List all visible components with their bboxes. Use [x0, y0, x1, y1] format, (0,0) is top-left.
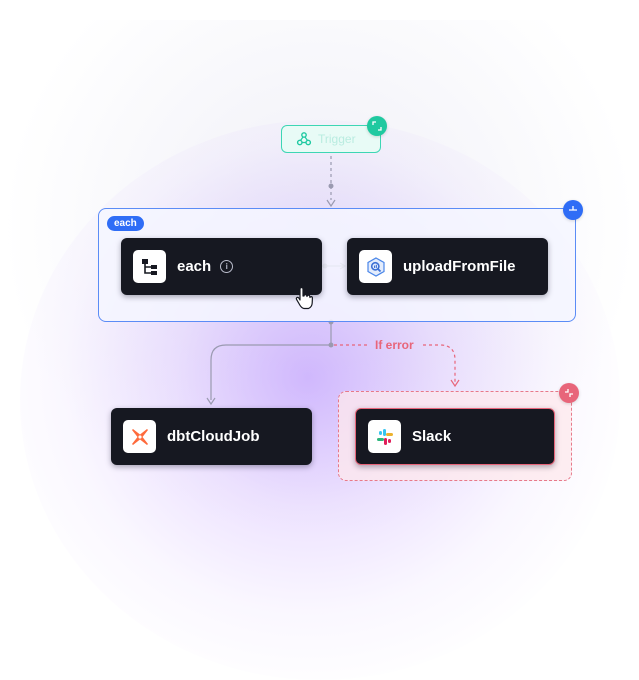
- bigquery-icon: [359, 250, 392, 283]
- hand-pointer-cursor-icon: [295, 286, 314, 310]
- upload-from-file-label: uploadFromFile: [403, 258, 516, 275]
- group-tag: each: [107, 216, 144, 231]
- each-node-label: each: [177, 258, 212, 275]
- collapse-icon: [565, 389, 573, 397]
- collapse-error-button[interactable]: [559, 383, 579, 403]
- dbt-cloud-job-label: dbtCloudJob: [167, 428, 260, 445]
- if-error-label: If error: [375, 338, 414, 352]
- webhook-icon: [296, 132, 312, 146]
- dbt-icon: [123, 420, 156, 453]
- tree-hierarchy-icon: [133, 250, 166, 283]
- expand-trigger-button[interactable]: [367, 116, 387, 136]
- slack-node[interactable]: Slack: [355, 408, 555, 465]
- trigger-label: Trigger: [318, 132, 356, 146]
- dbt-cloud-job-node[interactable]: dbtCloudJob: [111, 408, 312, 465]
- collapse-group-button[interactable]: [563, 200, 583, 220]
- info-icon[interactable]: i: [220, 260, 234, 273]
- expand-icon: [372, 121, 382, 131]
- slack-label: Slack: [412, 428, 452, 445]
- trigger-node[interactable]: Trigger: [281, 125, 381, 153]
- each-node[interactable]: each i: [121, 238, 322, 295]
- upload-from-file-node[interactable]: uploadFromFile: [347, 238, 548, 295]
- slack-icon: [368, 420, 401, 453]
- collapse-icon: [569, 206, 577, 211]
